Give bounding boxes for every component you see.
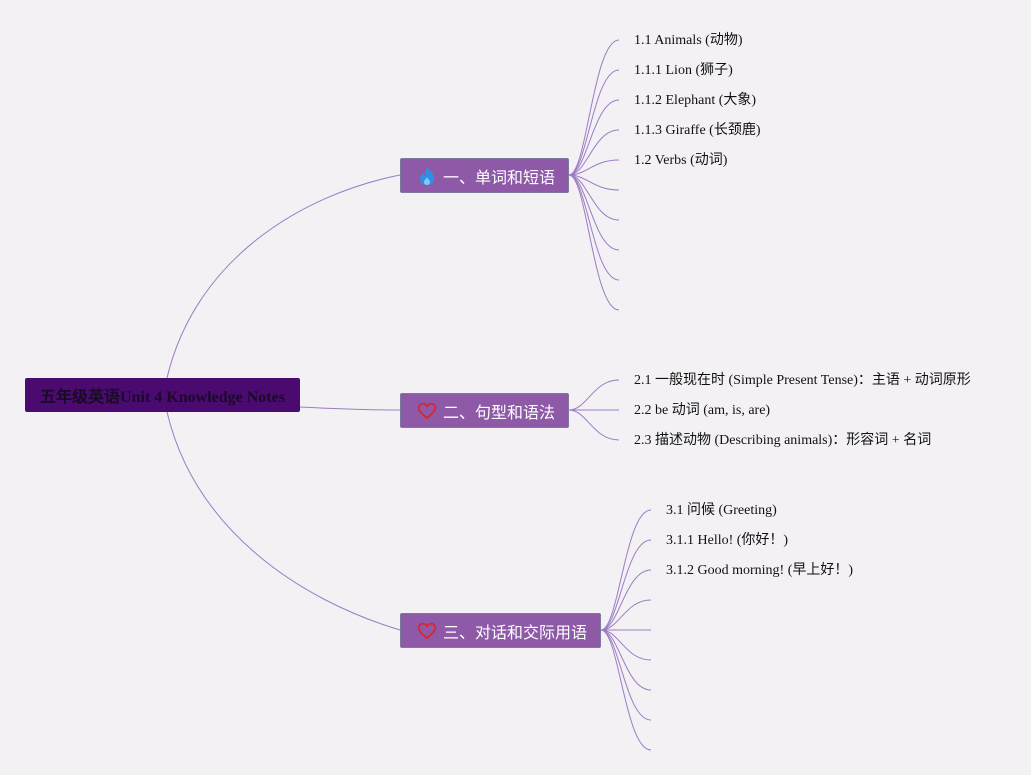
branch-topic-label: 三、对话和交际用语 xyxy=(443,622,588,642)
root-topic-label: 五年级英语Unit 4 Knowledge Notes xyxy=(40,389,285,406)
branch-topic-dialogue[interactable]: 三、对话和交际用语 xyxy=(400,613,601,648)
subtopic-item[interactable]: 1.2 Verbs (动词) xyxy=(634,153,728,168)
heart-icon xyxy=(417,401,437,421)
branch-1-leaf-connector xyxy=(568,174,620,251)
branch-2-leaf-connector xyxy=(568,409,620,441)
branch-1-leaf-connector xyxy=(568,129,620,176)
subtopic-item[interactable]: 1.1.2 Elephant (大象) xyxy=(634,93,757,108)
branch-topic-label: 二、句型和语法 xyxy=(443,402,556,422)
subtopic-item[interactable]: 3.1.1 Hello! (你好！) xyxy=(666,533,789,548)
subtopic-item[interactable]: 1.1.3 Giraffe (长颈鹿) xyxy=(634,123,761,138)
branch-1-leaf-connector xyxy=(568,174,620,311)
branch-topic-label: 一、单词和短语 xyxy=(443,167,556,187)
subtopic-item[interactable]: 2.3 描述动物 (Describing animals)：形容词 + 名词 xyxy=(634,433,932,448)
branch-1-leaf-connector xyxy=(568,159,620,176)
subtopic-item[interactable]: 3.1.2 Good morning! (早上好！) xyxy=(666,563,854,578)
branch-3-leaf-connector xyxy=(600,629,652,751)
branch-1-leaf-connector xyxy=(568,39,620,176)
branch-3-leaf-connector xyxy=(600,539,652,631)
subtopic-item[interactable]: 2.2 be 动词 (am, is, are) xyxy=(634,403,771,418)
branch-1-leaf-connector xyxy=(568,99,620,176)
branch-1-leaf-connector xyxy=(568,174,620,281)
flame-icon xyxy=(417,166,437,186)
branch-1-leaf-connector xyxy=(568,69,620,176)
branch-3-leaf-connector xyxy=(600,629,652,691)
root-topic[interactable]: 五年级英语Unit 4 Knowledge Notes xyxy=(25,378,300,412)
branch-2-leaf-connector xyxy=(568,379,620,411)
subtopic-item[interactable]: 2.1 一般现在时 (Simple Present Tense)：主语 + 动词… xyxy=(634,373,971,388)
subtopic-item[interactable]: 1.1 Animals (动物) xyxy=(634,33,743,48)
branch-3-leaf-connector xyxy=(600,599,652,631)
branch-topic-grammar[interactable]: 二、句型和语法 xyxy=(400,393,569,428)
root-to-branch-2-connector xyxy=(299,406,401,411)
subtopic-item[interactable]: 1.1.1 Lion (狮子) xyxy=(634,63,733,78)
root-to-branch-3-connector xyxy=(166,411,401,631)
heart-icon xyxy=(417,621,437,641)
branch-3-leaf-connector xyxy=(600,629,652,661)
root-to-branch-1-connector xyxy=(166,174,401,379)
subtopic-item[interactable]: 3.1 问候 (Greeting) xyxy=(666,503,777,518)
branch-3-leaf-connector xyxy=(600,629,652,721)
branch-topic-vocabulary[interactable]: 一、单词和短语 xyxy=(400,158,569,193)
branch-3-leaf-connector xyxy=(600,509,652,631)
branch-3-leaf-connector xyxy=(600,569,652,631)
branch-1-leaf-connector xyxy=(568,174,620,221)
